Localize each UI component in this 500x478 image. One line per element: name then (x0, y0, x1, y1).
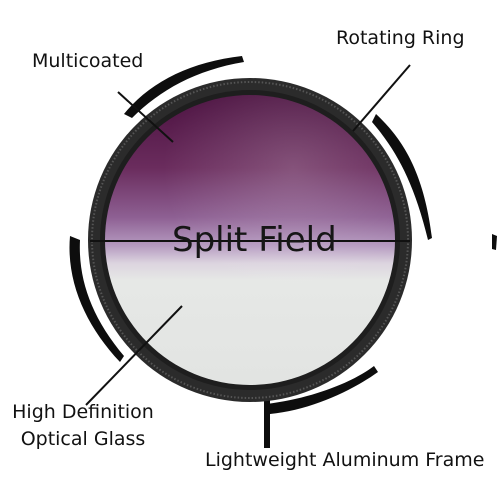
multicoated-leader (117, 91, 174, 143)
label-aluminum-frame: Lightweight Aluminum Frame (205, 449, 485, 471)
label-optical-glass: High Definition Optical Glass (8, 399, 158, 453)
optical-glass-leader (85, 305, 183, 406)
rotating-ring-leader (352, 64, 411, 132)
label-rotating-ring: Rotating Ring (336, 27, 465, 49)
rotation-arrow-icon (69, 56, 497, 448)
label-split-field: Split Field (172, 220, 337, 260)
label-optical-glass-line1: High Definition (12, 401, 154, 423)
label-multicoated: Multicoated (32, 50, 144, 72)
leader-lines (85, 64, 411, 406)
label-optical-glass-line2: Optical Glass (20, 428, 146, 450)
